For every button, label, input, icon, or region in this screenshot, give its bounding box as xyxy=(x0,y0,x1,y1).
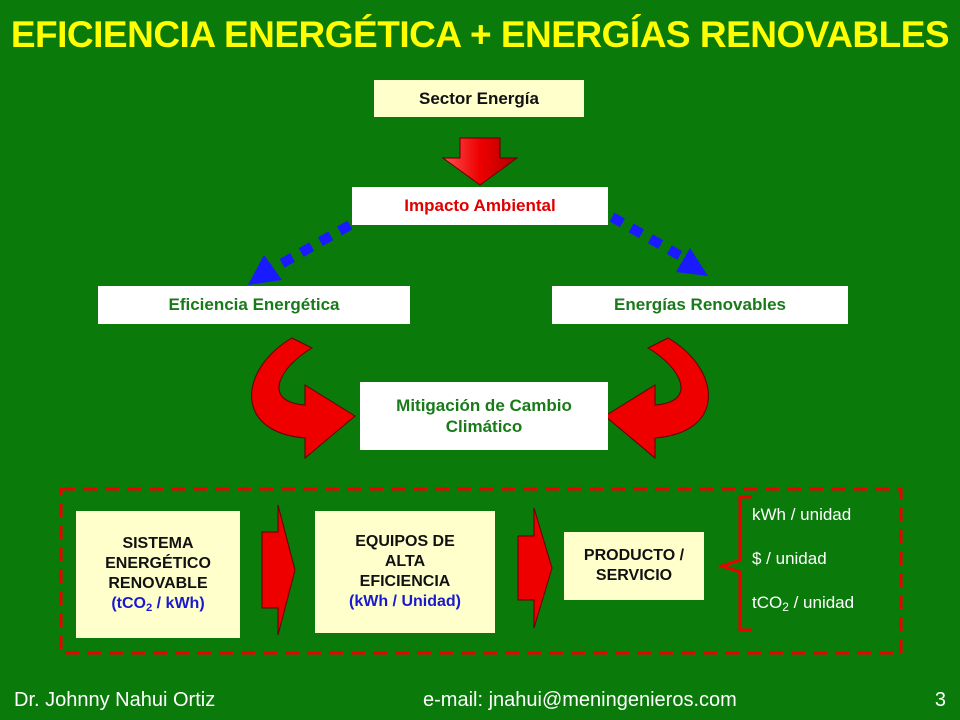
blue-arrowhead-left-icon xyxy=(248,255,282,285)
sistema-unit-pre: (tCO xyxy=(111,595,146,613)
equipos-unit: (kWh / Unidad) xyxy=(349,593,461,610)
node-sector-energia: Sector Energía xyxy=(374,80,584,117)
node-mitigacion: Mitigación de Cambio Climático xyxy=(360,382,608,450)
ratio-tco2-unidad: tCO2 / unidad xyxy=(752,593,854,614)
node-sistema-energetico: SISTEMA ENERGÉTICO RENOVABLE (tCO2 / kWh… xyxy=(76,511,240,638)
footer-email: e-mail: jnahui@meningenieros.com xyxy=(423,689,737,711)
ratio-tco2-post: / unidad xyxy=(788,593,855,612)
node-impacto-label: Impacto Ambiental xyxy=(404,196,556,216)
sistema-line-2: ENERGÉTICO xyxy=(105,555,211,573)
dashed-frame xyxy=(59,487,903,655)
equipos-line-2: ALTA xyxy=(384,553,426,570)
slide-title: EFICIENCIA ENERGÉTICA + ENERGÍAS RENOVAB… xyxy=(10,14,950,55)
ratio-kwh-unidad: kWh / unidad xyxy=(752,505,852,524)
down-arrow-icon xyxy=(441,137,519,186)
node-impacto-ambiental: Impacto Ambiental xyxy=(352,187,608,225)
chevron-arrow-2-icon xyxy=(517,507,553,629)
sistema-line-1: SISTEMA xyxy=(122,535,194,553)
node-eficiencia-label: Eficiencia Energética xyxy=(168,295,340,315)
node-sector-label: Sector Energía xyxy=(419,88,539,108)
node-equipos-eficiencia: EQUIPOS DE ALTA EFICIENCIA (kWh / Unidad… xyxy=(315,511,495,633)
blue-dashed-arrow-right xyxy=(609,212,689,264)
node-renovables-label: Energías Renovables xyxy=(614,295,786,315)
footer-page-number: 3 xyxy=(934,689,946,711)
footer-author: Dr. Johnny Nahui Ortiz xyxy=(14,689,216,711)
curved-arrow-left-icon xyxy=(251,337,356,460)
producto-line-2: SERVICIO xyxy=(595,567,673,584)
node-producto-servicio: PRODUCTO / SERVICIO xyxy=(564,532,704,600)
sistema-unit-sub: 2 xyxy=(145,601,153,614)
equipos-line-1: EQUIPOS DE xyxy=(355,533,455,550)
curved-arrow-right-icon xyxy=(604,337,709,460)
equipos-line-3: EFICIENCIA xyxy=(359,573,451,590)
blue-arrowhead-right-icon xyxy=(676,248,708,276)
node-eficiencia-energetica: Eficiencia Energética xyxy=(98,286,410,324)
chevron-arrow-1-icon xyxy=(261,504,296,636)
sistema-line-3: RENOVABLE xyxy=(108,575,208,593)
blue-dashed-arrow-left xyxy=(269,220,353,274)
sistema-unit: (tCO2 / kWh) xyxy=(111,594,204,615)
node-mitigacion-line-2: Climático xyxy=(445,417,523,436)
sistema-unit-post: / kWh) xyxy=(152,595,205,613)
ratio-tco2-sub: 2 xyxy=(782,599,789,614)
node-energias-renovables: Energías Renovables xyxy=(552,286,848,324)
ratio-tco2-pre: tCO xyxy=(752,593,783,612)
producto-line-1: PRODUCTO / xyxy=(583,547,685,564)
bracket-icon xyxy=(717,495,752,632)
ratio-dollar-unidad: $ / unidad xyxy=(752,549,827,568)
node-mitigacion-line-1: Mitigación de Cambio xyxy=(396,395,572,415)
